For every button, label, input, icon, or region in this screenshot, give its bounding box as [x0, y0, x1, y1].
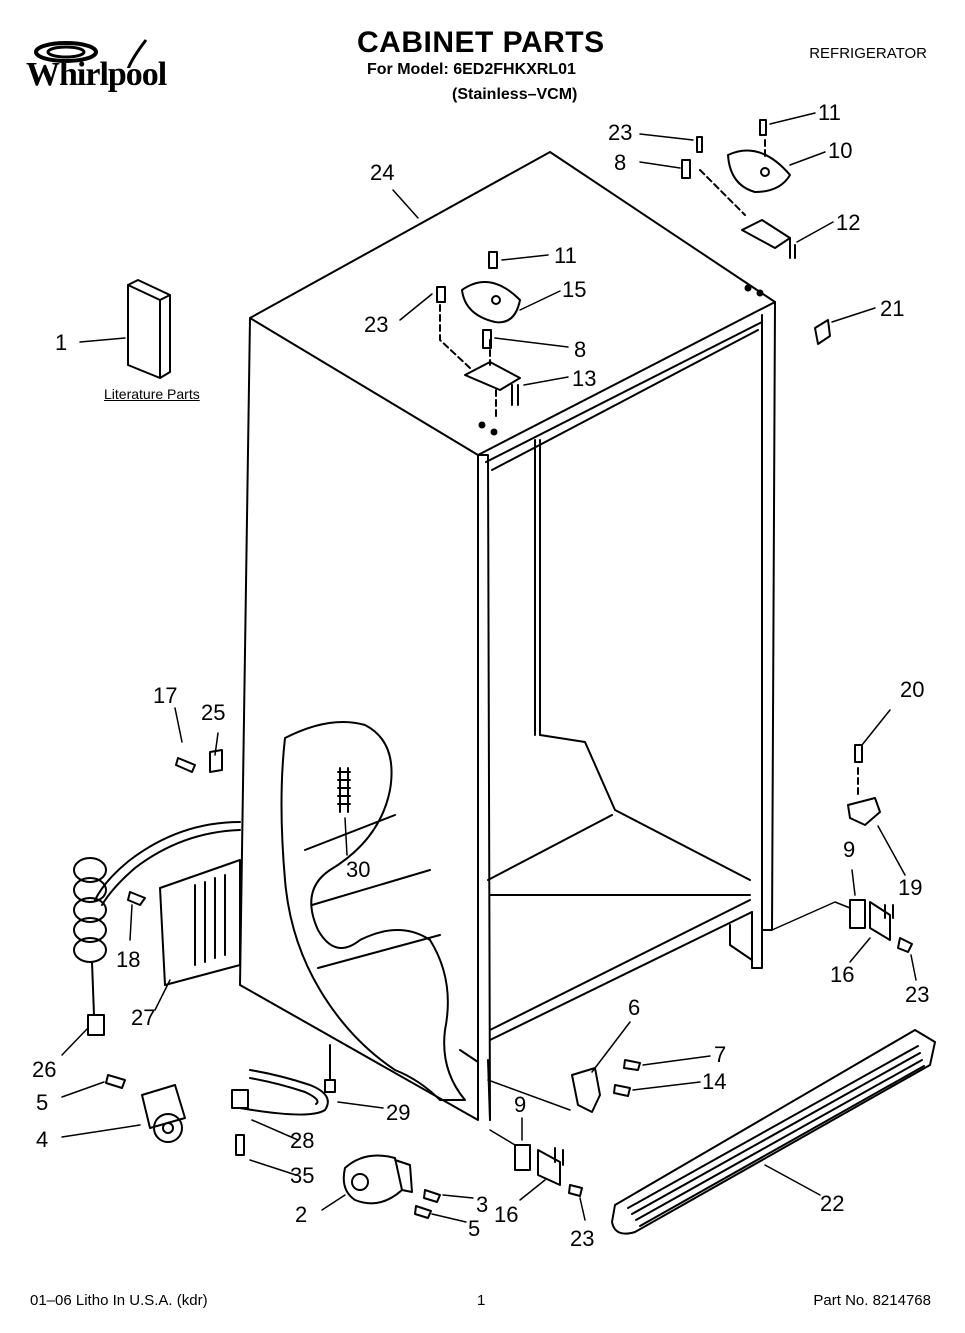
page-title: CABINET PARTS [357, 26, 605, 59]
callout-23d: 23 [570, 1226, 594, 1251]
callout-16a: 16 [830, 962, 854, 987]
callout-30: 30 [346, 857, 370, 882]
callout-19: 19 [898, 875, 922, 900]
callout-labels: 1 2 3 4 5 5 6 7 8 8 9 9 10 11 11 12 13 1… [32, 100, 929, 1251]
callout-12: 12 [836, 210, 860, 235]
model-variant: (Stainless–VCM) [452, 86, 578, 103]
callout-5b: 5 [468, 1216, 480, 1241]
callout-11a: 11 [818, 100, 841, 125]
lower-hinge-right [771, 744, 913, 953]
callout-10: 10 [828, 138, 852, 163]
callout-9b: 9 [514, 1092, 526, 1117]
callout-9a: 9 [843, 837, 855, 862]
callout-8a: 8 [614, 150, 626, 175]
appliance-category: REFRIGERATOR [809, 45, 927, 62]
whirlpool-logo: Whirlpool [26, 38, 201, 98]
callout-7: 7 [714, 1042, 726, 1067]
callout-22: 22 [820, 1191, 844, 1216]
callout-5a: 5 [36, 1090, 48, 1115]
lower-hinge-center [487, 1059, 641, 1197]
callout-16b: 16 [494, 1202, 518, 1227]
brand-name: Whirlpool [26, 56, 167, 93]
callout-23b: 23 [364, 312, 388, 337]
callout-4: 4 [36, 1127, 48, 1152]
cabinet-plug [814, 319, 831, 345]
callout-13: 13 [572, 366, 596, 391]
callout-24: 24 [370, 160, 394, 185]
callout-28: 28 [290, 1128, 314, 1153]
drain-tube [337, 767, 351, 813]
callout-18: 18 [116, 947, 140, 972]
callout-29: 29 [386, 1100, 410, 1125]
cabinet-cutaway [280, 720, 466, 1101]
callout-8b: 8 [574, 337, 586, 362]
callout-35: 35 [290, 1163, 314, 1188]
water-line [231, 1044, 336, 1156]
callout-1: 1 [55, 330, 67, 355]
callout-17: 17 [153, 683, 177, 708]
leader-lines [61, 112, 917, 1223]
upper-hinge-center [436, 251, 521, 436]
cabinet-shell [239, 151, 776, 1121]
callout-3: 3 [476, 1192, 488, 1217]
callout-6: 6 [628, 995, 640, 1020]
roller-assemblies [105, 1074, 441, 1219]
callout-23a: 23 [608, 120, 632, 145]
callout-21: 21 [880, 296, 904, 321]
literature-parts-label: Literature Parts [104, 386, 200, 402]
callout-23c: 23 [905, 982, 929, 1007]
callout-14: 14 [702, 1069, 726, 1094]
callout-27: 27 [131, 1005, 155, 1030]
litho-info: 01–06 Litho In U.S.A. (kdr) [30, 1292, 208, 1309]
callout-2: 2 [295, 1202, 307, 1227]
model-number: For Model: 6ED2FHKXRL01 [367, 61, 576, 78]
callout-26: 26 [32, 1057, 56, 1082]
logo-swirl-icon [34, 39, 148, 68]
literature-parts [127, 279, 171, 379]
callout-15: 15 [562, 277, 586, 302]
part-number: Part No. 8214768 [813, 1292, 931, 1309]
power-cord-assembly [73, 749, 241, 1036]
callout-11b: 11 [554, 243, 577, 268]
callout-20: 20 [900, 677, 924, 702]
upper-hinge-right [681, 119, 796, 297]
base-grille [611, 1029, 936, 1235]
page-number: 1 [477, 1292, 486, 1309]
callout-25: 25 [201, 700, 225, 725]
